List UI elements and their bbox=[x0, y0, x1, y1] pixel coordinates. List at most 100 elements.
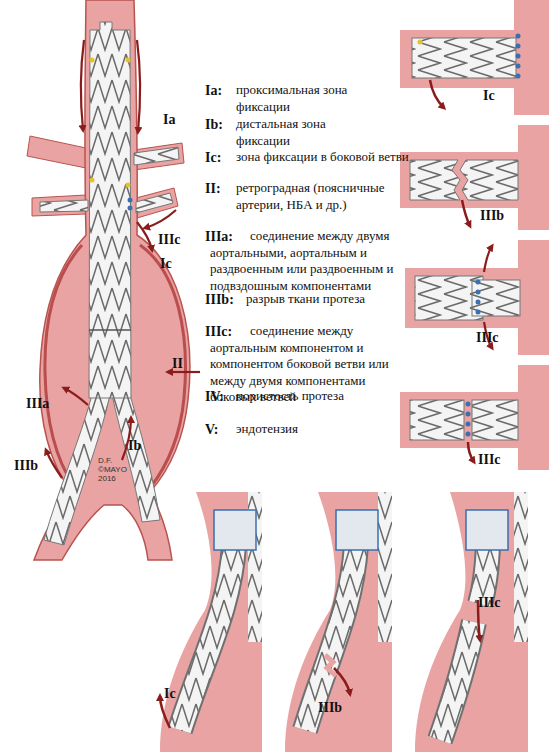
endoleak-arrow bbox=[484, 246, 492, 272]
aortic-wall bbox=[518, 125, 549, 230]
callout-label: IIIb bbox=[318, 700, 342, 716]
callout-label: Ib bbox=[128, 438, 141, 454]
branch-stent-outline bbox=[305, 545, 356, 730]
main-aorta bbox=[27, 0, 190, 560]
type-description: пористость протеза bbox=[236, 388, 396, 405]
seal-dots bbox=[516, 34, 521, 79]
endoleak-arrow bbox=[145, 210, 176, 228]
stent-cuff bbox=[336, 510, 378, 550]
seal-dot bbox=[466, 422, 471, 427]
radiopaque-marker bbox=[90, 178, 95, 183]
endoleak-type-code: Ic: bbox=[205, 149, 221, 166]
vessel bbox=[160, 492, 262, 752]
endoleak-arrow bbox=[468, 442, 474, 462]
endoleak-type-code: IIIa: bbox=[205, 228, 233, 245]
endoleak-arrow bbox=[430, 80, 444, 108]
aneurysm-sac bbox=[34, 0, 190, 560]
callout-label: IIIc bbox=[158, 232, 181, 248]
branch-stent bbox=[412, 38, 516, 78]
callout-label: Ic bbox=[160, 256, 172, 272]
endoleak-arrow bbox=[168, 371, 200, 373]
radiopaque-marker bbox=[126, 183, 131, 188]
visceral-artery bbox=[134, 143, 184, 170]
endoleak-type-code: IIIc: bbox=[205, 323, 232, 340]
seal-dot bbox=[516, 44, 521, 49]
callout-label: IIIc bbox=[476, 330, 499, 346]
aortic-stent-graft bbox=[514, 492, 528, 642]
inset-iiic-2 bbox=[400, 365, 549, 470]
seal-dot bbox=[476, 290, 481, 295]
type-description: эндотензия bbox=[236, 421, 396, 438]
branch-stent bbox=[410, 160, 460, 200]
callout-label: IIIc bbox=[478, 452, 501, 468]
callout-label: Ic bbox=[164, 686, 176, 702]
seal-dot bbox=[476, 300, 481, 305]
branch-stent-outline bbox=[180, 545, 234, 730]
branch-stent bbox=[134, 147, 179, 165]
visceral-artery bbox=[27, 136, 86, 168]
callout-label: IIIc bbox=[478, 595, 501, 611]
endoleak-type-code: Ia: bbox=[205, 82, 222, 99]
seal-dot bbox=[128, 206, 133, 211]
seal-dots bbox=[466, 402, 471, 437]
radiopaque-marker bbox=[418, 40, 423, 45]
inset-iiic bbox=[405, 240, 549, 355]
branch-stent bbox=[472, 280, 520, 316]
endoleak-arrow bbox=[64, 388, 88, 405]
aortic-wall bbox=[514, 0, 549, 115]
artist-credit: D.F. ©MAYO 2016 bbox=[98, 456, 128, 483]
inset-iiib bbox=[400, 125, 549, 230]
endoleak-arrow bbox=[46, 450, 62, 478]
seal-dot bbox=[476, 310, 481, 315]
callout-label: II bbox=[172, 356, 183, 372]
endoleak-arrow bbox=[137, 40, 140, 132]
seal-dot bbox=[516, 64, 521, 69]
branch-stent bbox=[440, 622, 474, 740]
branch-vessel bbox=[400, 152, 520, 208]
aortic-wall bbox=[518, 240, 549, 355]
endoleak-arrow bbox=[334, 668, 350, 694]
branch-stent bbox=[180, 545, 234, 730]
stent-cuff bbox=[214, 510, 256, 550]
branch-vessel bbox=[400, 392, 520, 448]
branch-stent bbox=[472, 400, 518, 440]
endoleak-arrow bbox=[81, 40, 84, 130]
radiopaque-marker bbox=[126, 58, 131, 63]
seal-dot bbox=[466, 412, 471, 417]
aortic-wall bbox=[518, 365, 549, 470]
branch-stent bbox=[40, 200, 88, 212]
type-description: соединение между двумя аортальными, аорт… bbox=[210, 228, 400, 294]
seal-dot bbox=[466, 402, 471, 407]
type-description: дистальная зона фиксации bbox=[236, 116, 376, 149]
fabric-tear bbox=[325, 655, 336, 676]
panel-iiib bbox=[285, 492, 392, 752]
seal-dot bbox=[476, 280, 481, 285]
stent-cuff bbox=[466, 510, 508, 550]
endoleak-arrows bbox=[46, 40, 200, 478]
endoleak-arrow bbox=[462, 200, 470, 226]
vessel bbox=[415, 492, 528, 752]
seal-dots bbox=[476, 280, 481, 315]
seal-dot bbox=[516, 74, 521, 79]
branch-stent-outline bbox=[440, 622, 474, 740]
endoleak-type-code: V: bbox=[205, 421, 219, 438]
type-description: ретроградная (поясничные артерии, НБА и … bbox=[236, 180, 411, 213]
iliac-limb bbox=[112, 395, 160, 522]
vessel bbox=[285, 492, 392, 752]
seal-dot bbox=[516, 54, 521, 59]
seal-dot bbox=[128, 198, 133, 203]
branch-stent bbox=[410, 400, 464, 440]
type-description: разрыв ткани протеза bbox=[246, 291, 406, 308]
panel-ic bbox=[160, 492, 262, 752]
branch-stent bbox=[460, 160, 518, 200]
type-description: зона фиксации в боковой ветви bbox=[236, 149, 426, 166]
endoleak-blood bbox=[140, 245, 185, 488]
endoleak-type-code: IV: bbox=[205, 388, 224, 405]
callout-label: IIIb bbox=[480, 208, 504, 224]
panel-iiic bbox=[415, 492, 528, 752]
branch-vessel bbox=[405, 268, 520, 328]
inset-ic bbox=[400, 0, 549, 115]
component-junction bbox=[89, 329, 131, 331]
endoleak-type-code: II: bbox=[205, 180, 221, 197]
